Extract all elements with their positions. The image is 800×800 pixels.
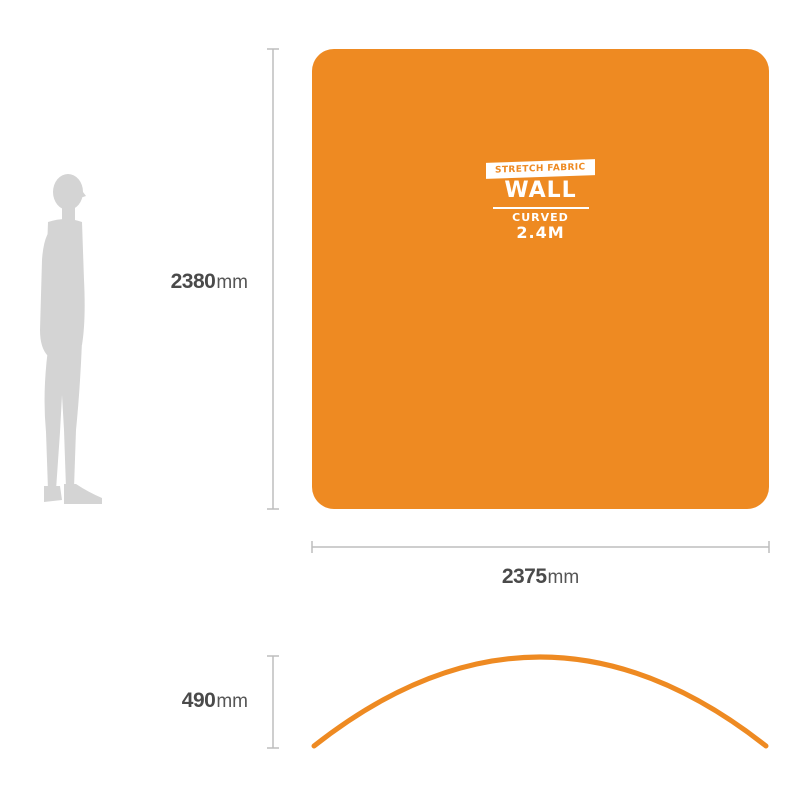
product-size: 2.4M (516, 223, 565, 242)
person-silhouette-icon (40, 174, 102, 504)
product-variant: CURVED (512, 211, 569, 224)
logo-divider (492, 207, 589, 209)
width-unit: mm (547, 567, 580, 588)
width-label: 2375mm (0, 565, 800, 589)
product-name: WALL (504, 178, 577, 203)
depth-value: 490 (181, 689, 216, 712)
depth-label: 490mm (182, 689, 248, 713)
curve-profile (311, 654, 769, 749)
product-logo: STRETCH FABRIC WALL CURVED 2.4M (312, 159, 769, 242)
wall-panel: STRETCH FABRIC WALL CURVED 2.4M (312, 49, 769, 509)
height-label: 2380mm (171, 270, 248, 294)
height-unit: mm (216, 272, 248, 293)
height-value: 2380 (170, 270, 216, 293)
depth-unit: mm (216, 691, 248, 712)
width-value: 2375 (501, 565, 547, 588)
